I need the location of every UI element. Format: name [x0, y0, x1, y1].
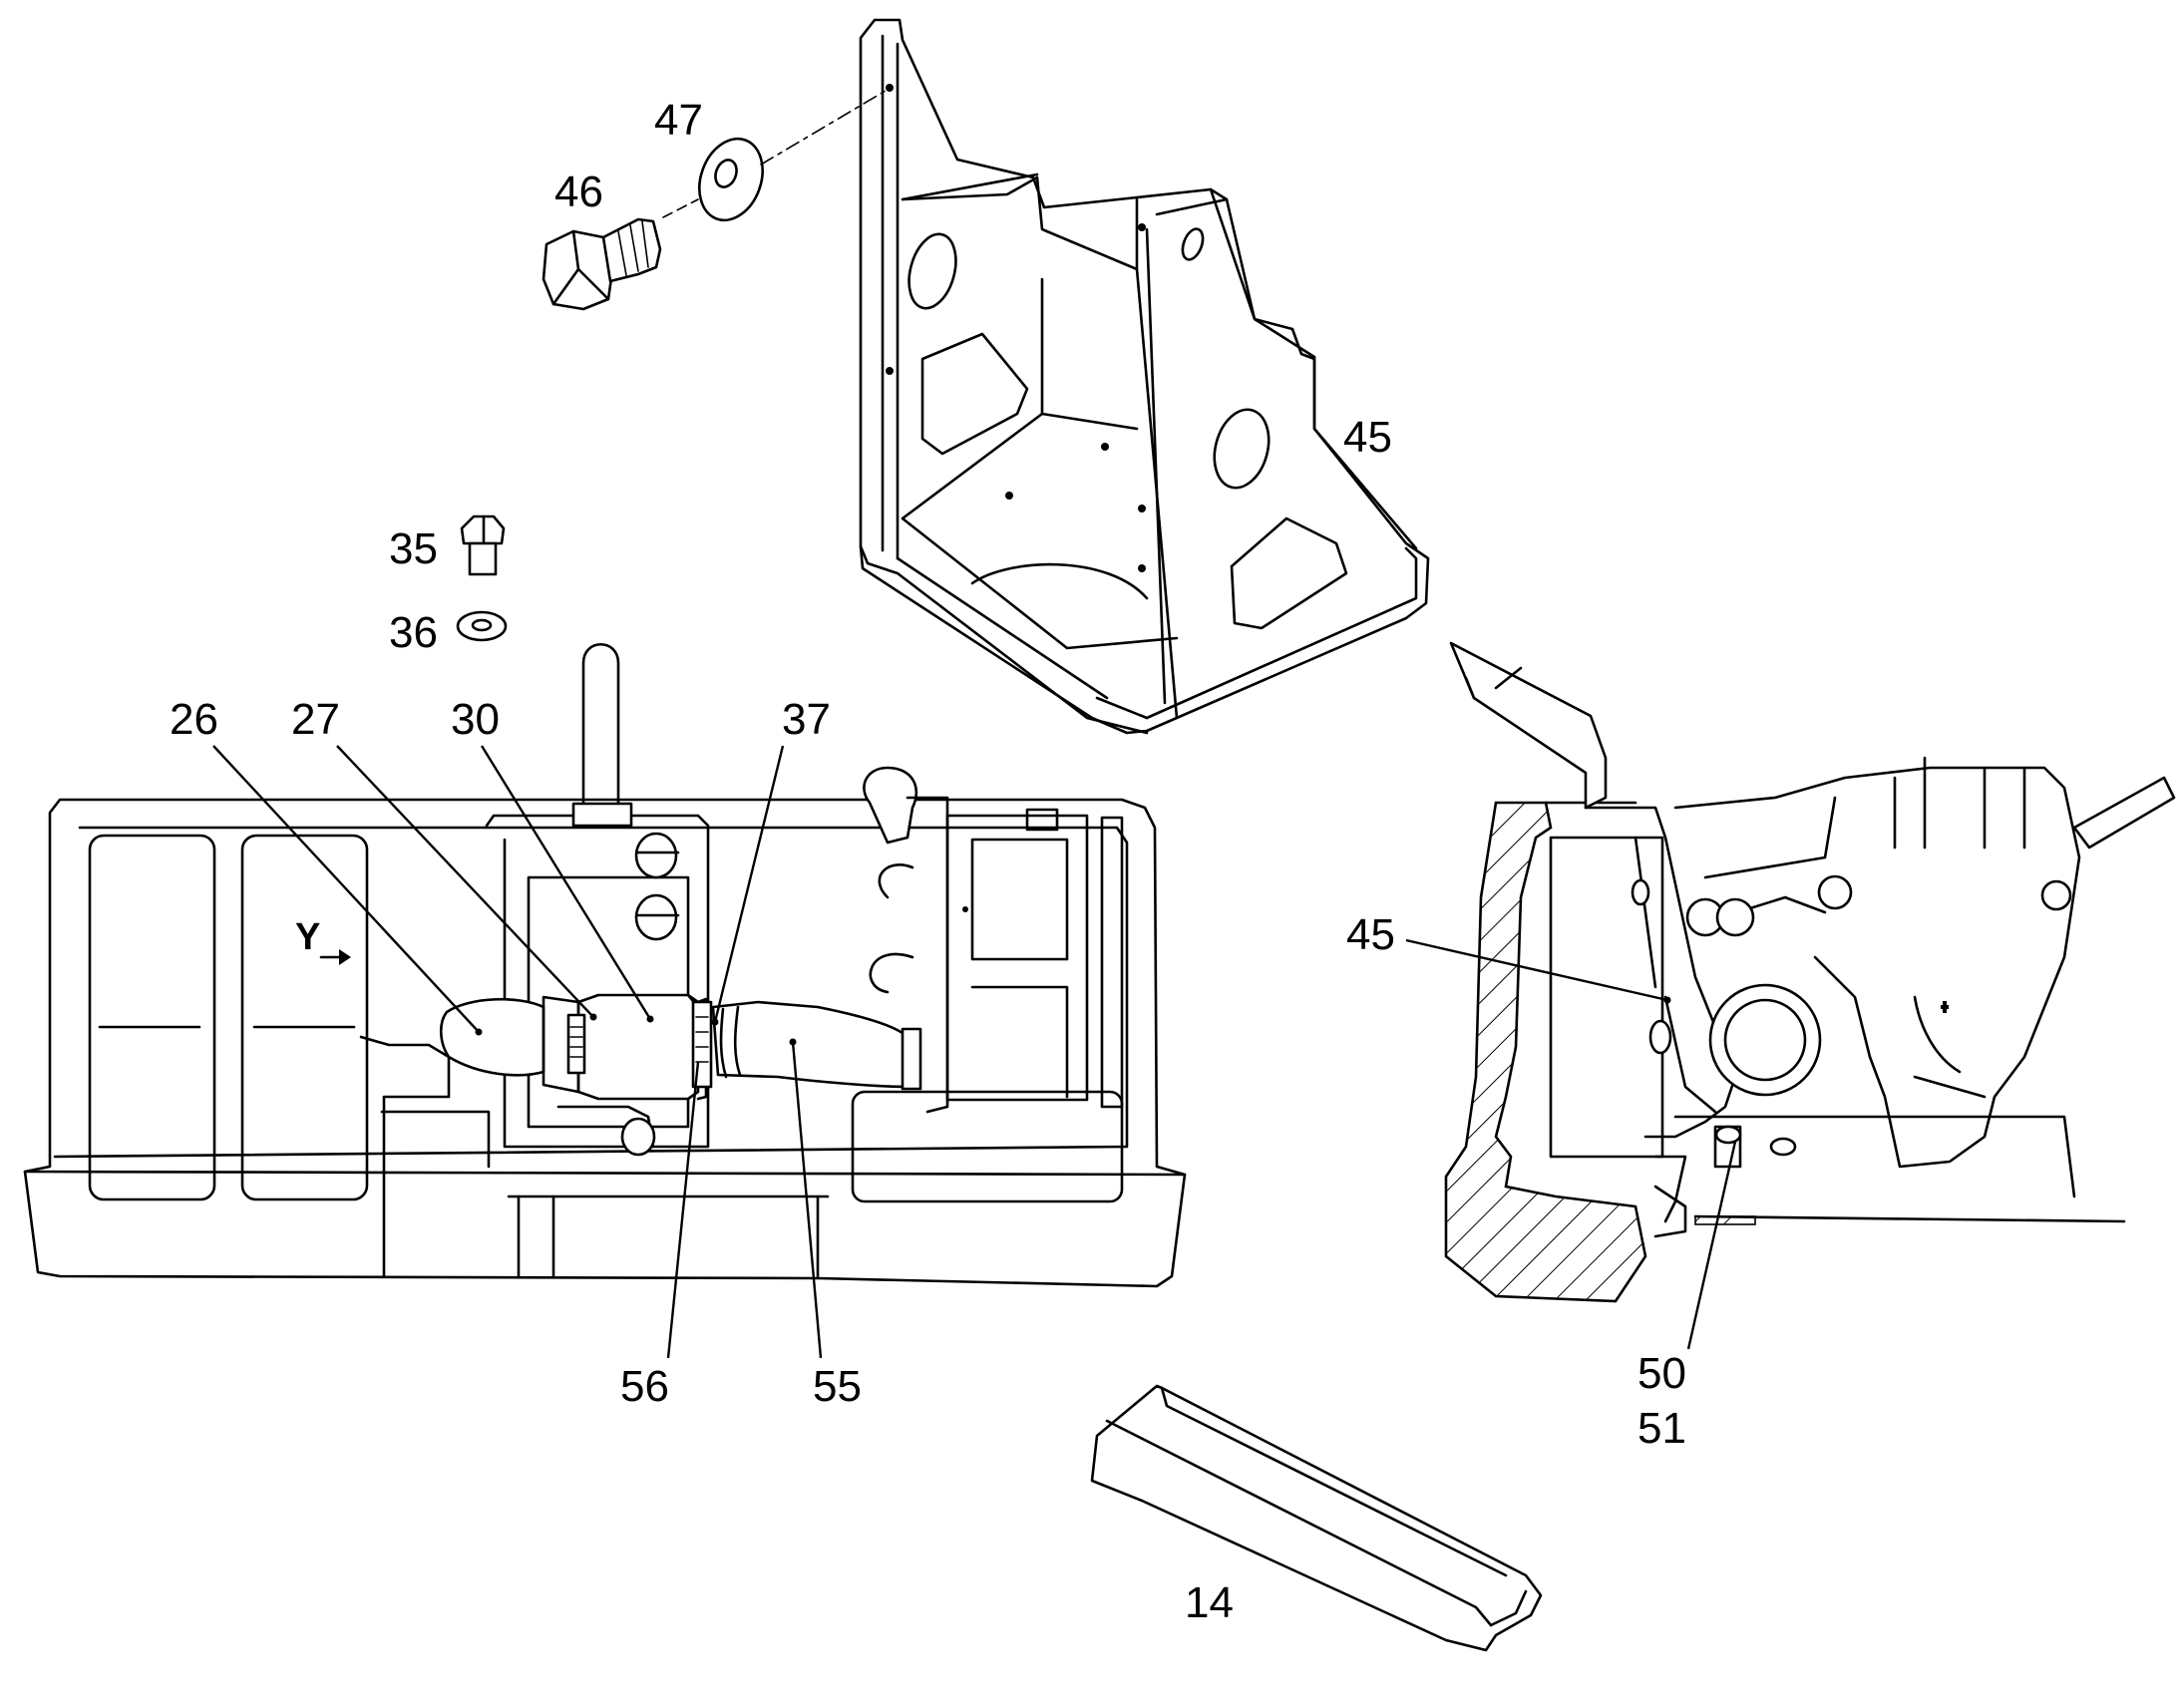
callout-50: 50 [1637, 1349, 1686, 1398]
bolt-35 [460, 514, 506, 576]
callout-30: 30 [451, 695, 500, 744]
callout-46: 46 [554, 168, 603, 216]
callout-47: 47 [654, 96, 703, 145]
callout-56: 56 [620, 1362, 669, 1411]
bracket-part [859, 18, 1430, 735]
callout-55: 55 [813, 1362, 862, 1411]
callout-35: 35 [389, 524, 438, 573]
callout-27: 27 [291, 695, 340, 744]
callout-26: 26 [170, 695, 218, 744]
washer-36 [456, 610, 508, 642]
part-14 [1090, 1384, 1543, 1652]
leader-lines [212, 745, 1737, 1359]
callout-37: 37 [782, 695, 831, 744]
callout-45-top: 45 [1343, 413, 1392, 462]
right-view-assembly [1444, 641, 2176, 1303]
callout-45-right: 45 [1346, 910, 1395, 959]
callout-51: 51 [1637, 1404, 1686, 1453]
callout-36: 36 [389, 608, 438, 657]
callout-14: 14 [1185, 1578, 1234, 1627]
callout-labels: 47 46 45 35 36 26 27 30 37 45 56 55 50 5… [170, 96, 1686, 1627]
view-arrow-label: Y [295, 916, 320, 958]
washer-47 [698, 137, 764, 222]
bolt-46 [542, 217, 662, 311]
left-view-assembly [23, 642, 1187, 1288]
